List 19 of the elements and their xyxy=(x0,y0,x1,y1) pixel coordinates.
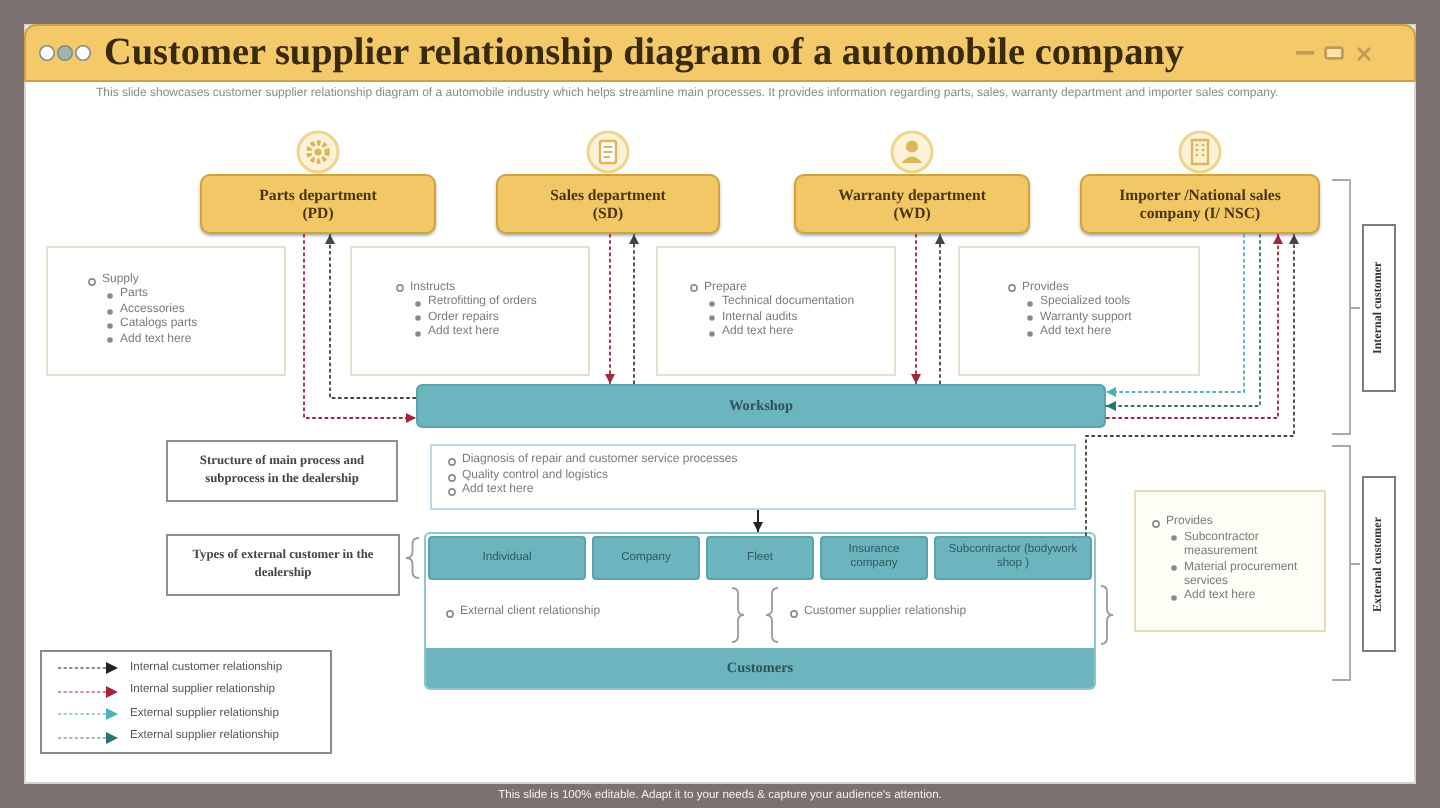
dashed-arrow xyxy=(935,233,945,385)
arrow xyxy=(753,509,763,533)
dashed-arrow xyxy=(1105,233,1245,397)
dashed-arrow xyxy=(1085,233,1299,537)
title: Customer supplier relationship diagram of a automobile company xyxy=(104,30,1184,76)
group-panel xyxy=(424,532,1096,690)
dashed-arrow xyxy=(605,233,615,385)
text-panel xyxy=(46,246,286,376)
dashed-arrow xyxy=(629,233,639,385)
dashed-arrow xyxy=(911,233,921,385)
text-panel xyxy=(958,246,1200,376)
dashed-arrow xyxy=(1105,233,1261,411)
dashed-arrow xyxy=(1105,233,1283,419)
text-panel xyxy=(430,444,1076,510)
dashed-arrow xyxy=(303,233,417,423)
text-panel xyxy=(350,246,590,376)
text-panel xyxy=(656,246,896,376)
dashed-arrow xyxy=(325,233,417,399)
text-panel xyxy=(1134,490,1326,632)
